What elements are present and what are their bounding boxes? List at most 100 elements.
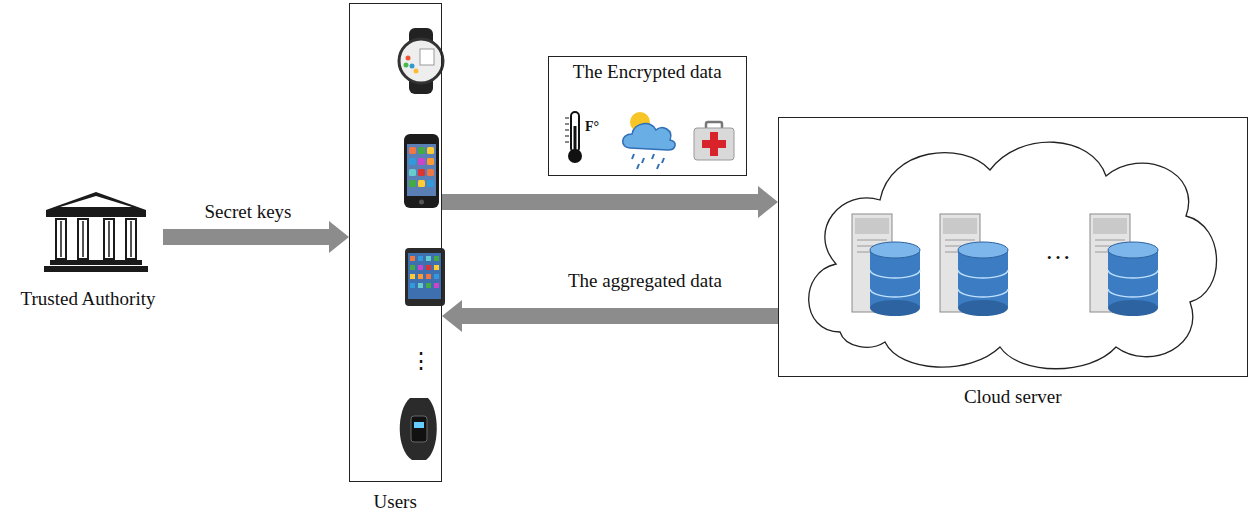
temple-icon-part: [60, 221, 62, 257]
node-label: Users: [374, 491, 417, 513]
edge-label: The aggregated data: [565, 270, 725, 292]
node-label: Trusted Authority: [21, 288, 156, 310]
temple-icon-part: [60, 196, 132, 207]
server-icon-part: [870, 270, 920, 278]
weather-icon-part: [662, 158, 664, 163]
temple-icon-part: [46, 192, 146, 210]
server-icon-part: [958, 242, 1008, 258]
weather-icon-part: [637, 164, 639, 169]
cloud-outline: [809, 142, 1217, 369]
phone-icon-part: [409, 147, 416, 154]
weather-icon-part: [657, 164, 659, 169]
server-icon-part: [1108, 300, 1158, 316]
phone-icon: [404, 134, 439, 208]
phone-icon-part: [427, 158, 434, 165]
temple-icon-part: [130, 221, 132, 257]
watch-icon: [399, 28, 443, 94]
tablet-icon-part: [410, 256, 415, 261]
users-box: Users: [349, 3, 442, 482]
temple-icon-part: [46, 210, 146, 217]
server-icon: [852, 214, 920, 316]
tablet-icon-part: [418, 265, 423, 270]
temple-icon-part: [126, 219, 136, 259]
phone-icon-part: [418, 147, 425, 154]
tablet-icon-part: [434, 274, 439, 279]
tablet-icon-part: [426, 274, 431, 279]
tablet-icon-part: [426, 265, 431, 270]
data-box: The Encrypted data: [548, 56, 747, 176]
icon-text: F°: [585, 120, 599, 134]
watch-icon-part: [399, 39, 443, 83]
server-icon-part: [945, 240, 975, 241]
phone-icon-part: [409, 169, 416, 176]
temple-icon-part: [104, 219, 114, 259]
server-icon-part: [857, 240, 887, 241]
server-icon: [1090, 214, 1158, 316]
thermometer-icon: [565, 112, 582, 163]
ellipsis-mark: …: [1045, 238, 1071, 264]
phone-icon-part: [419, 200, 424, 205]
thermometer-icon-part: [565, 130, 569, 131]
tablet-icon-part: [410, 265, 415, 270]
band-icon-part: [414, 422, 424, 428]
server-icon-part: [943, 218, 977, 234]
server-icon-part: [870, 250, 920, 308]
server-icon-part: [1108, 250, 1158, 308]
weather-icon: [623, 112, 675, 169]
tablet-icon-part: [418, 283, 423, 288]
temple-icon-part: [56, 219, 66, 259]
block-arrow: [442, 300, 778, 332]
tablet-icon-part: [410, 274, 415, 279]
thermometer-icon-part: [565, 118, 569, 119]
weather-icon-part: [623, 124, 675, 150]
node-label: The Encrypted data: [573, 61, 722, 83]
block-arrow: [442, 186, 778, 218]
server-icon-part: [958, 300, 1008, 316]
phone-icon-part: [409, 180, 416, 187]
server-icon-part: [1093, 218, 1127, 234]
weather-icon-part: [642, 158, 644, 163]
server-icon-part: [870, 289, 920, 297]
tablet-icon-part: [405, 248, 445, 306]
thermometer-icon-part: [571, 112, 579, 152]
thermometer-icon-part: [574, 126, 577, 152]
thermometer-icon-part: [565, 124, 569, 125]
weather-icon-part: [632, 154, 634, 159]
watch-icon-part: [420, 49, 434, 65]
phone-icon-part: [427, 147, 434, 154]
tablet-icon-part: [434, 265, 439, 270]
phone-icon-part: [427, 169, 434, 176]
medical-kit-icon-part: [702, 140, 726, 148]
tablet-icon: [405, 248, 445, 306]
temple-icon-part: [78, 219, 88, 259]
server-icon-part: [855, 218, 889, 234]
authority-node: Trusted Authority: [13, 190, 163, 312]
watch-icon-part: [406, 56, 411, 61]
weather-icon-part: [652, 154, 654, 159]
cloud-outline-part: [809, 142, 1217, 369]
band-icon-part: [411, 416, 427, 442]
server-icon-part: [958, 250, 1008, 308]
watch-icon-part: [410, 64, 415, 69]
server-icon-part: [1108, 242, 1158, 258]
tablet-icon-part: [426, 283, 431, 288]
phone-icon-part: [427, 180, 434, 187]
ellipsis-mark: ⋮: [410, 350, 432, 372]
server-icon-part: [1108, 289, 1158, 297]
server-icon-part: [870, 300, 920, 316]
server-icon-part: [870, 242, 920, 258]
tablet-icon-part: [408, 253, 442, 299]
server-icon-part: [1108, 270, 1158, 278]
server-icon-part: [1095, 240, 1125, 241]
phone-icon-part: [409, 158, 416, 165]
tablet-icon-part: [418, 274, 423, 279]
phone-icon-part: [418, 169, 425, 176]
edge-label: Secret keys: [201, 201, 294, 223]
band-icon-part: [400, 398, 437, 460]
block-arrow: [163, 221, 349, 253]
watch-icon-part: [414, 69, 419, 74]
temple-icon-part: [108, 221, 110, 257]
temple-icon: [44, 192, 148, 272]
server-icon-part: [958, 289, 1008, 297]
node-label: Cloud server: [964, 386, 1062, 408]
